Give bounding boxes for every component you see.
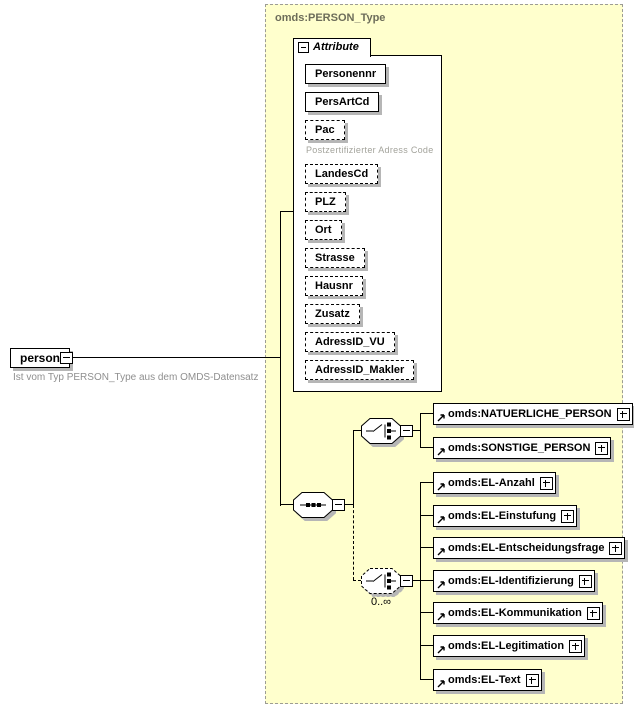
connector-line — [420, 580, 433, 581]
attribute-box-adressid-makler[interactable]: AdressID_Makler — [305, 360, 415, 380]
reference-arrow-icon — [437, 516, 445, 524]
connector-line — [420, 482, 433, 483]
expand-icon[interactable] — [616, 407, 630, 421]
reference-arrow-icon — [437, 680, 445, 688]
expand-icon[interactable] — [539, 476, 553, 490]
choice-el-collapse-toggle[interactable] — [400, 575, 413, 587]
reference-arrow-icon — [437, 483, 445, 491]
connector-line-dashed — [353, 505, 354, 580]
sequence-collapse-toggle[interactable] — [332, 499, 345, 511]
element-box-natuerliche-person[interactable]: omds:NATUERLICHE_PERSON — [433, 403, 633, 425]
choice-person-collapse-toggle[interactable] — [400, 425, 413, 437]
connector-line — [345, 504, 354, 505]
element-box-el-identifizierung[interactable]: omds:EL-Identifizierung — [433, 570, 595, 592]
element-label: omds:EL-Legitimation — [448, 640, 565, 652]
connector-line — [420, 413, 433, 414]
person-collapse-toggle[interactable] — [60, 352, 73, 364]
attribute-box-pac[interactable]: Pac — [305, 120, 345, 140]
element-label: omds:NATUERLICHE_PERSON — [448, 408, 612, 420]
sequence-icon — [300, 503, 326, 507]
element-box-el-kommunikation[interactable]: omds:EL-Kommunikation — [433, 602, 603, 624]
connector-line — [420, 447, 433, 448]
reference-arrow-icon — [437, 548, 445, 556]
element-label: omds:SONSTIGE_PERSON — [448, 442, 591, 454]
element-box-el-entscheidungsfrage[interactable]: omds:EL-Entscheidungsfrage — [433, 537, 626, 559]
connector-line — [420, 645, 433, 646]
connector-line — [420, 679, 433, 680]
element-box-el-anzahl[interactable]: omds:EL-Anzahl — [433, 472, 556, 494]
element-box-sonstige-person[interactable]: omds:SONSTIGE_PERSON — [433, 437, 612, 459]
connector-line — [280, 211, 281, 506]
expand-icon[interactable] — [569, 639, 583, 653]
expand-icon[interactable] — [595, 441, 609, 455]
connector-line-dashed — [353, 580, 361, 581]
reference-arrow-icon — [437, 414, 445, 422]
choice-icon — [366, 572, 396, 590]
connector-line — [353, 430, 361, 431]
attribute-box-plz[interactable]: PLZ — [305, 192, 346, 212]
expand-icon[interactable] — [525, 673, 539, 687]
attribute-box-hausnr[interactable]: Hausnr — [305, 276, 363, 296]
element-box-el-einstufung[interactable]: omds:EL-Einstufung — [433, 505, 578, 527]
element-label: omds:EL-Identifizierung — [448, 575, 574, 587]
person-element-box[interactable]: person — [10, 348, 71, 368]
expand-icon[interactable] — [609, 541, 623, 555]
reference-arrow-icon — [437, 581, 445, 589]
person-type-title: omds:PERSON_Type — [275, 12, 386, 24]
pac-annotation: Postzertifizierter Adress Code — [306, 145, 434, 155]
attribute-box-ort[interactable]: Ort — [305, 220, 342, 240]
occurrence-label: 0..∞ — [370, 596, 392, 608]
expand-icon[interactable] — [578, 574, 592, 588]
connector-line — [73, 357, 280, 358]
element-label: omds:EL-Kommunikation — [448, 607, 582, 619]
attribute-box-landescd[interactable]: LandesCd — [305, 164, 379, 184]
choice-compositor-person[interactable] — [361, 418, 401, 444]
connector-line — [280, 504, 293, 505]
connector-line — [413, 580, 420, 581]
connector-line — [420, 413, 421, 448]
attribute-group-collapse-toggle[interactable] — [298, 42, 309, 53]
connector-line — [280, 211, 293, 212]
element-label: omds:EL-Text — [448, 674, 521, 686]
connector-line — [420, 612, 433, 613]
person-caption: Ist vom Typ PERSON_Type aus dem OMDS-Dat… — [13, 372, 259, 383]
element-label: omds:EL-Entscheidungsfrage — [448, 542, 605, 554]
attribute-box-adressid-vu[interactable]: AdressID_VU — [305, 332, 395, 352]
reference-arrow-icon — [437, 448, 445, 456]
choice-icon — [366, 422, 396, 440]
choice-compositor-el[interactable] — [361, 568, 401, 594]
attribute-group-tab[interactable]: Attribute — [293, 38, 371, 57]
sequence-compositor[interactable] — [293, 492, 333, 518]
connector-line — [420, 515, 433, 516]
connector-line — [420, 547, 433, 548]
expand-icon[interactable] — [561, 509, 575, 523]
connector-line — [353, 430, 354, 505]
reference-arrow-icon — [437, 613, 445, 621]
element-box-el-legitimation[interactable]: omds:EL-Legitimation — [433, 635, 586, 657]
element-label: omds:EL-Einstufung — [448, 510, 557, 522]
attribute-box-zusatz[interactable]: Zusatz — [305, 304, 360, 324]
expand-icon[interactable] — [586, 606, 600, 620]
element-box-el-text[interactable]: omds:EL-Text — [433, 669, 542, 691]
connector-line — [413, 430, 420, 431]
attribute-box-persartcd[interactable]: PersArtCd — [305, 92, 380, 112]
connector-line — [420, 482, 421, 680]
reference-arrow-icon — [437, 646, 445, 654]
element-label: omds:EL-Anzahl — [448, 477, 535, 489]
attribute-box-strasse[interactable]: Strasse — [305, 248, 365, 268]
attribute-box-personennr[interactable]: Personennr — [305, 64, 387, 84]
attribute-group-label: Attribute — [313, 41, 359, 53]
